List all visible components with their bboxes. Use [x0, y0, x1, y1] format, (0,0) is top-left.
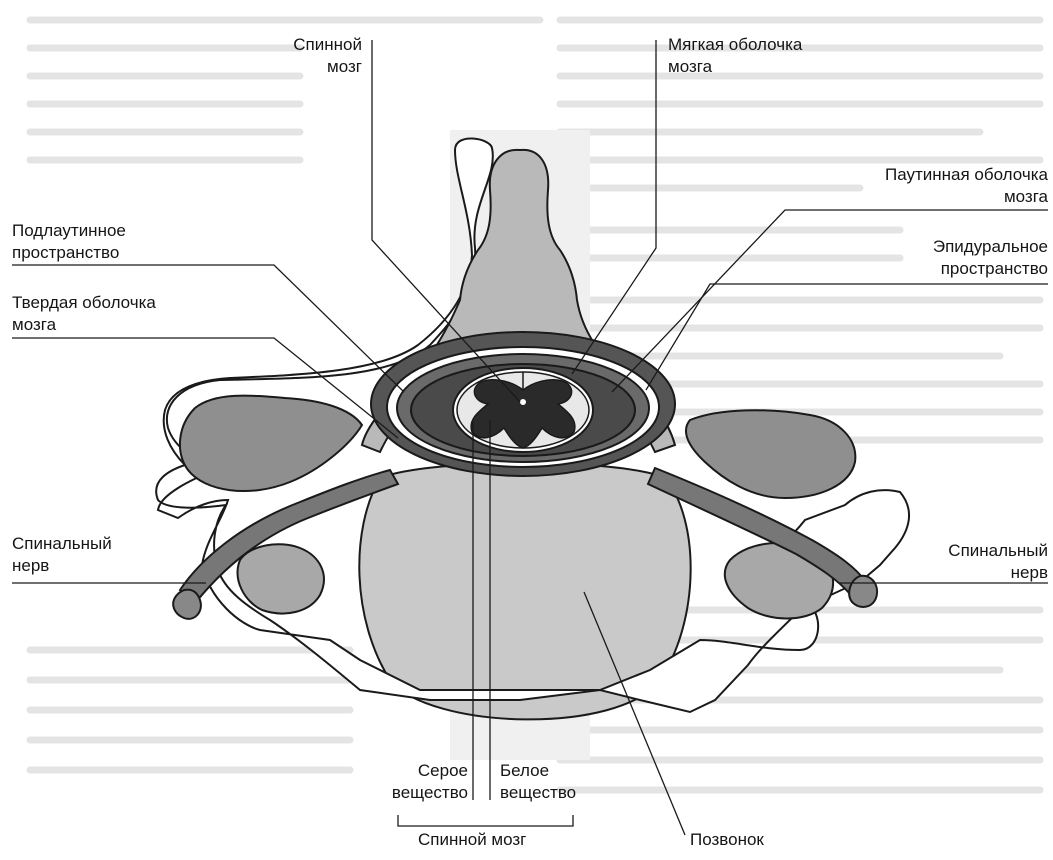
transverse-process-left: [180, 396, 362, 491]
label-spinal-cord-bottom: Спинной мозг: [418, 829, 526, 851]
label-gray-matter: Серое вещество: [360, 760, 468, 804]
label-spinal-cord-top: Спинной мозг: [270, 34, 362, 78]
label-pia-mater: Мягкая оболочка мозга: [668, 34, 802, 78]
label-spinal-nerve-right: Спинальный нерв: [900, 540, 1048, 584]
label-dura-mater: Твердая оболочка мозга: [12, 292, 156, 336]
spinal-nerve-right-end: [849, 576, 877, 607]
label-spinal-nerve-left: Спинальный нерв: [12, 533, 112, 577]
central-canal: [520, 399, 526, 405]
transverse-process-right: [686, 410, 855, 498]
label-white-matter: Белое вещество: [500, 760, 576, 804]
spinal-nerve-left-end: [173, 590, 201, 619]
label-epidural: Эпидуральное пространство: [820, 236, 1048, 280]
label-arachnoid: Паутинная оболочка мозга: [820, 164, 1048, 208]
label-subarachnoid: Подлаутинное пространство: [12, 220, 126, 264]
label-vertebra: Позвонок: [690, 829, 764, 851]
articular-process-left: [238, 544, 324, 613]
spinal-cord-bracket: [398, 815, 573, 826]
